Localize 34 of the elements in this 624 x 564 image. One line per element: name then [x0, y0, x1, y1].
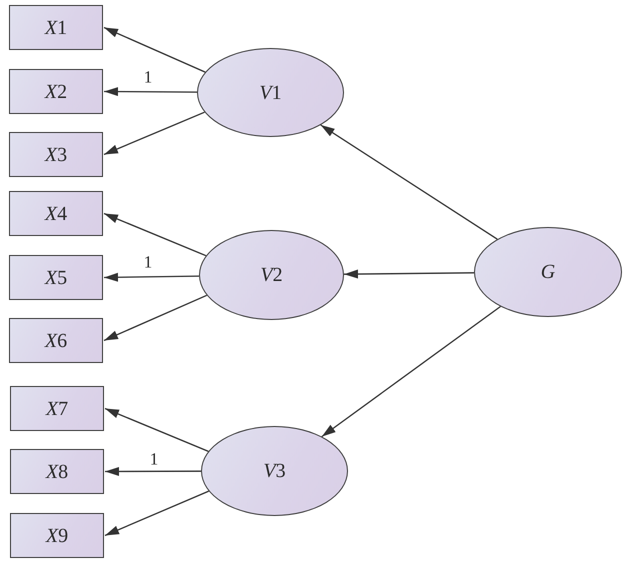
observed-variable-label: X5 — [44, 268, 68, 288]
arrow — [104, 212, 206, 256]
observed-variable-box — [9, 255, 103, 300]
latent-variable-label: V2 — [260, 265, 283, 285]
observed-variable-label: X1 — [44, 18, 68, 38]
observed-variable-label: X4 — [44, 204, 68, 224]
arrow — [104, 294, 208, 342]
arrow — [320, 124, 498, 240]
observed-variable-box — [9, 318, 103, 363]
observed-variable-label: X2 — [44, 82, 68, 102]
observed-variable-label: X3 — [44, 144, 68, 164]
arrow — [344, 270, 474, 279]
observed-variable-label: X8 — [46, 462, 68, 482]
observed-variable-box — [9, 132, 103, 177]
arrow — [321, 306, 501, 438]
latent-variable-label: V3 — [263, 461, 286, 481]
observed-variable-box — [9, 5, 103, 50]
observed-variable-box — [10, 449, 104, 494]
arrow — [104, 272, 199, 282]
observed-variable-label: X9 — [46, 526, 68, 546]
observed-variable-label: X6 — [44, 330, 68, 350]
arrow — [105, 466, 201, 476]
arrow — [104, 112, 205, 156]
arrow — [104, 26, 206, 73]
arrow — [104, 87, 197, 96]
observed-variable-box — [9, 69, 103, 114]
arrow — [104, 408, 209, 452]
arrow — [104, 490, 210, 536]
observed-variable-box — [9, 191, 103, 236]
observed-variable-box — [10, 386, 104, 431]
observed-variable-box — [10, 513, 104, 558]
latent-variable-label: V1 — [259, 82, 282, 102]
observed-variable-label: X7 — [46, 398, 68, 418]
latent-variable-label: G — [540, 262, 556, 282]
